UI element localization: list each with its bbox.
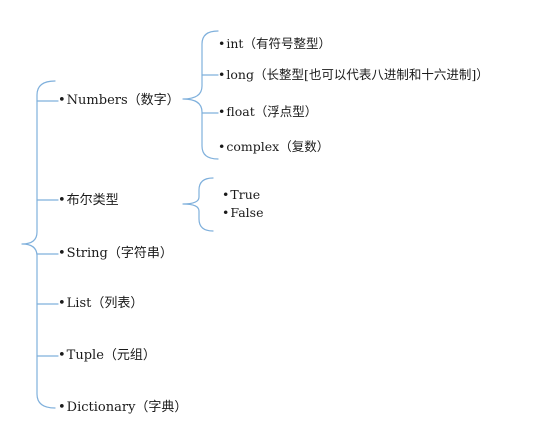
item-dictionary: •Dictionary（字典）	[58, 401, 187, 414]
subitem-int: •int（有符号整型）	[218, 36, 331, 51]
subitem-false-label: False	[230, 205, 264, 220]
bullet: •	[58, 93, 66, 108]
item-string: •String（字符串）	[58, 247, 173, 260]
subitem-long-label: long（长整型[也可以代表八进制和十六进制]）	[226, 67, 489, 82]
subitem-false: •False	[222, 205, 264, 220]
item-dictionary-label: Dictionary（字典）	[66, 400, 188, 415]
subitem-float-label: float（浮点型）	[226, 104, 318, 119]
bullet: •	[58, 296, 66, 311]
bullet: •	[222, 205, 230, 220]
bullet: •	[218, 36, 226, 51]
bullet: •	[58, 246, 66, 261]
bool-brace	[182, 177, 214, 232]
bullet: •	[222, 187, 230, 202]
subitem-long: •long（长整型[也可以代表八进制和十六进制]）	[218, 67, 489, 82]
numbers-brace	[182, 30, 219, 160]
item-numbers: •Numbers（数字）	[58, 94, 180, 107]
item-bool: •布尔类型	[58, 194, 119, 207]
item-bool-label: 布尔类型	[66, 193, 119, 208]
item-tuple-label: Tuple（元组）	[66, 348, 156, 363]
subitem-true: •True	[222, 187, 261, 202]
item-list: •List（列表）	[58, 297, 143, 310]
bullet: •	[58, 193, 66, 208]
subitem-true-label: True	[230, 187, 261, 202]
item-list-label: List（列表）	[66, 296, 144, 311]
subitem-int-label: int（有符号整型）	[226, 36, 331, 51]
main-brace	[21, 80, 56, 409]
subitem-complex: •complex（复数）	[218, 139, 330, 154]
bullet: •	[218, 67, 226, 82]
bullet: •	[58, 348, 66, 363]
item-numbers-label: Numbers（数字）	[66, 93, 180, 108]
bullet: •	[58, 400, 66, 415]
item-tuple: •Tuple（元组）	[58, 349, 156, 362]
subitem-complex-label: complex（复数）	[226, 139, 330, 154]
item-string-label: String（字符串）	[66, 246, 173, 261]
bullet: •	[218, 104, 226, 119]
bullet: •	[218, 139, 226, 154]
subitem-float: •float（浮点型）	[218, 104, 318, 119]
